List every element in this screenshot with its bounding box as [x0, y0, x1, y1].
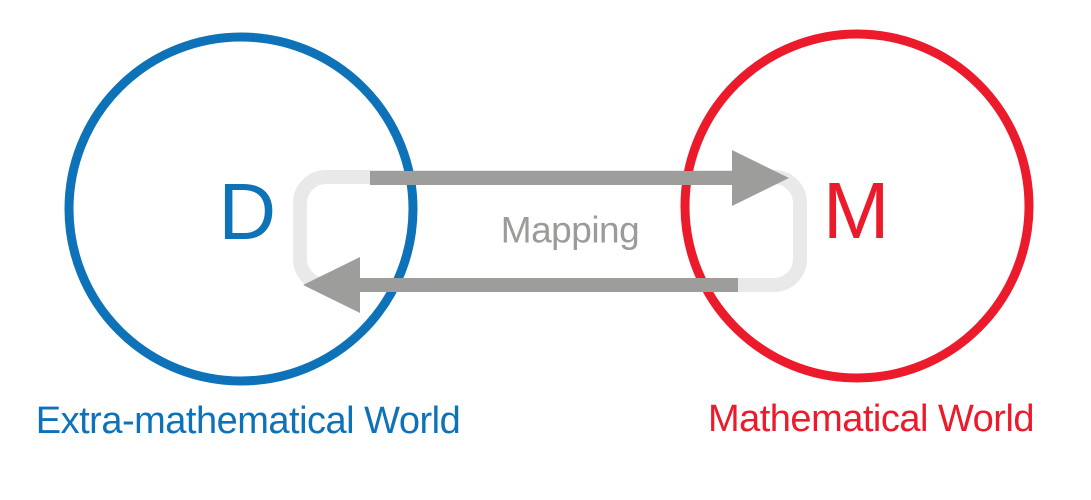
- arrow-left-shaft: [358, 278, 738, 292]
- extra-mathematical-world-label: Extra-mathematical World: [35, 400, 461, 442]
- arrow-right-head-icon: [732, 150, 789, 206]
- arrow-left-head-icon: [303, 257, 360, 313]
- mathematical-world-label: Mathematical World: [707, 398, 1035, 440]
- extra-mathematical-world-circle: [64, 32, 418, 386]
- arrow-right-shaft: [370, 171, 742, 185]
- mapping-label: Mapping: [500, 209, 640, 251]
- mathematical-world-circle: [680, 29, 1034, 383]
- letter-d: D: [218, 167, 276, 256]
- letter-m: M: [822, 166, 890, 255]
